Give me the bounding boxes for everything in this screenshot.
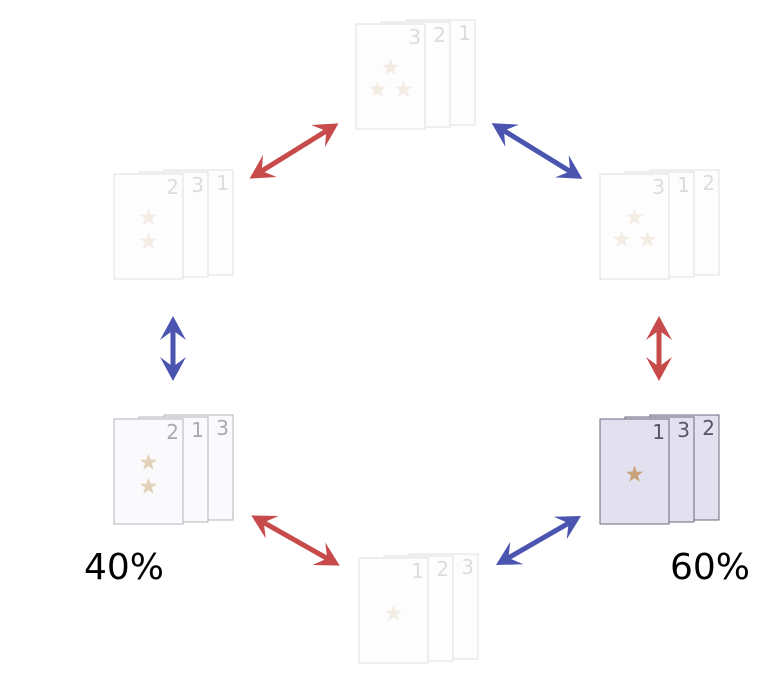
deck-4: 321 [358, 553, 479, 664]
card-number: 1 [191, 418, 204, 442]
arrow-1 [491, 123, 583, 179]
front-card: 2 [113, 173, 184, 280]
deck-3: 231 [599, 414, 720, 525]
arrow-2 [646, 316, 672, 381]
right-percent-label: 60% [670, 547, 750, 588]
card-number: 3 [216, 416, 229, 440]
front-card: 3 [599, 173, 670, 280]
deck-2: 213 [599, 169, 720, 280]
back-card: 1 [405, 19, 476, 126]
card-number: 3 [677, 418, 690, 442]
card-number: 2 [702, 416, 715, 440]
card-number: 2 [436, 557, 449, 581]
arrow-6 [249, 123, 339, 179]
card-number: 2 [166, 175, 179, 199]
arrow-4 [251, 515, 340, 566]
card-number: 3 [652, 175, 665, 199]
card-number: 3 [191, 173, 204, 197]
card-number: 1 [652, 420, 665, 444]
card-number: 1 [458, 21, 471, 45]
card-number: 2 [166, 420, 179, 444]
left-percent-label: 40% [84, 547, 164, 588]
card-number: 2 [433, 23, 446, 47]
deck-5: 312 [113, 414, 234, 525]
back-card: 3 [408, 553, 479, 660]
front-card: 3 [355, 23, 426, 130]
back-card: 1 [624, 171, 695, 278]
card-number: 1 [216, 171, 229, 195]
card-number: 1 [411, 559, 424, 583]
deck-6: 132 [113, 169, 234, 280]
back-card: 2 [380, 21, 451, 128]
back-card: 2 [383, 555, 454, 662]
card-number: 2 [702, 171, 715, 195]
card-number: 3 [461, 555, 474, 579]
back-card: 2 [649, 169, 720, 276]
arrow-3 [495, 515, 582, 566]
card-number: 1 [677, 173, 690, 197]
card-number: 3 [408, 25, 421, 49]
arrows-layer [160, 123, 672, 566]
front-card: 2 [113, 418, 184, 525]
arrow-5 [160, 316, 186, 381]
back-card: 3 [138, 171, 209, 278]
back-card: 1 [163, 169, 234, 276]
deck-1: 123 [355, 19, 476, 130]
